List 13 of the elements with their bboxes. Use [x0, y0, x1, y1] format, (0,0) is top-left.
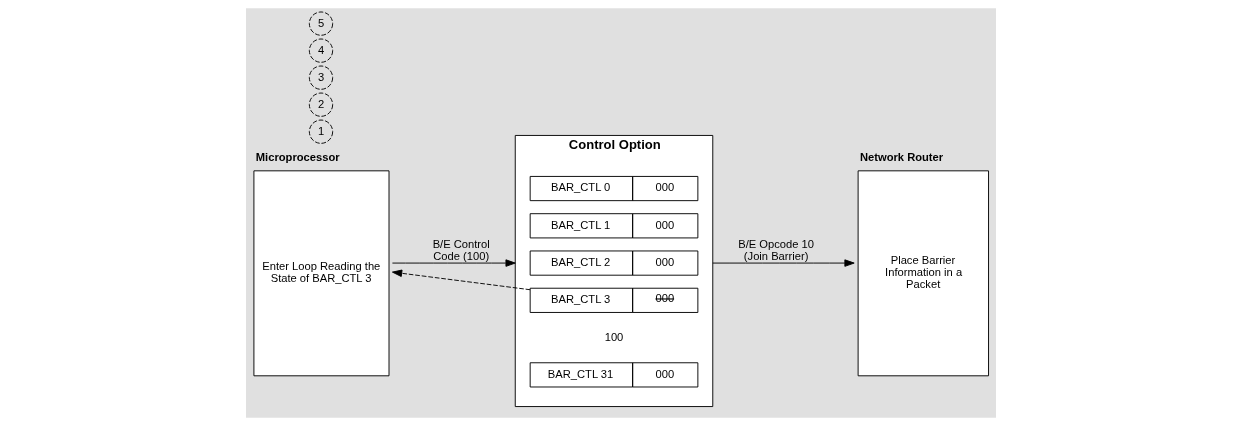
- node-label: 100: [604, 330, 623, 343]
- edge-label: B/E Opcode 10 (Join Barrier): [737, 237, 814, 262]
- edge-label: B/E Control Code (100): [432, 237, 490, 262]
- arrow: [391, 269, 531, 291]
- label: 2: [317, 97, 324, 110]
- label: 4: [317, 43, 324, 56]
- node-label: Network Router: [859, 151, 943, 164]
- node-label: Microprocessor: [255, 151, 340, 164]
- arrow: [391, 259, 516, 267]
- label: 3: [317, 70, 324, 83]
- arrow: [711, 259, 855, 267]
- label: 1: [317, 124, 324, 137]
- label: 5: [317, 16, 324, 29]
